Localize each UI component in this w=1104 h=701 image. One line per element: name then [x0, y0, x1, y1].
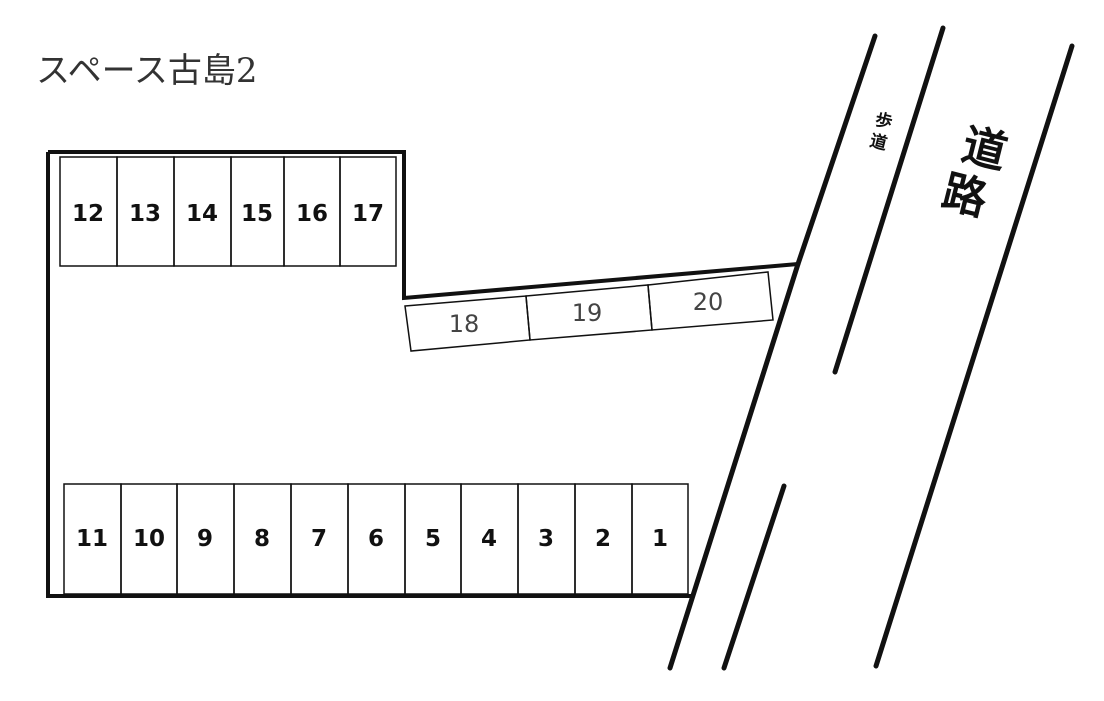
- slot-label: 15: [241, 201, 273, 227]
- slot-label: 7: [311, 526, 327, 552]
- street: [667, 25, 1075, 671]
- sidewalk-label-char: 道: [868, 130, 890, 154]
- lot-boundary: [46, 152, 693, 598]
- slot-label: 17: [352, 201, 384, 227]
- parking-slot: [647, 271, 774, 331]
- slot-label: 5: [425, 526, 441, 552]
- slot-label: 1: [652, 526, 668, 552]
- road-label-char: 路: [937, 166, 993, 226]
- slot-label: 3: [538, 526, 554, 552]
- slot-row-bottom: 11 10 9 8 7 6 5 4 3 2 1: [63, 483, 689, 595]
- slot-label: 9: [197, 526, 213, 552]
- slot-label: 6: [368, 526, 384, 552]
- slot-row-top: 12 13 14 15 16 17: [59, 156, 397, 267]
- slot-label: 4: [481, 526, 497, 552]
- slot-label: 19: [572, 299, 603, 327]
- road-far-edge-line: [873, 43, 1075, 669]
- slot-label: 10: [133, 526, 165, 552]
- slot-label: 20: [693, 288, 724, 316]
- slot-label: 14: [186, 201, 218, 227]
- sidewalk-line-lower: [721, 483, 787, 671]
- slot-label: 2: [595, 526, 611, 552]
- slot-label: 8: [254, 526, 270, 552]
- slot-label: 11: [76, 526, 108, 552]
- slot-label: 12: [72, 201, 104, 227]
- parking-slot: [631, 483, 689, 595]
- sidewalk-label-group: 歩 道: [868, 109, 895, 155]
- road-label-group: 道 路: [937, 119, 1012, 226]
- slot-label: 13: [129, 201, 161, 227]
- slot-label: 16: [296, 201, 328, 227]
- slot-row-angled: 18 19 20: [404, 271, 774, 352]
- sidewalk-label-char: 歩: [873, 109, 895, 133]
- slot-label: 18: [449, 310, 480, 338]
- page-title: スペース古島2: [36, 51, 258, 91]
- lot-boundary-upper: [48, 150, 799, 301]
- road-edge-line-upper: [795, 33, 878, 267]
- sidewalk-line: [832, 25, 946, 375]
- road-edge-line: [667, 261, 801, 671]
- parking-slot: [339, 156, 397, 267]
